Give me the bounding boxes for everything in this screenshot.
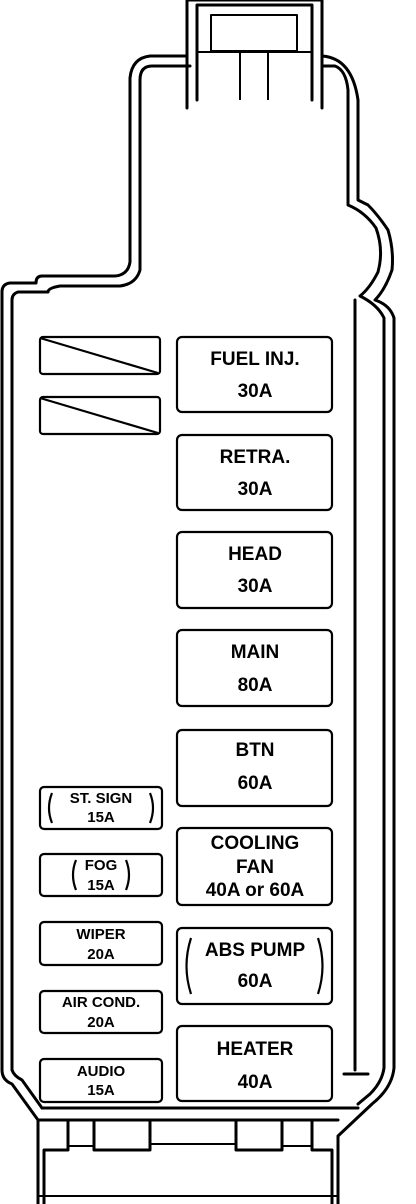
fuse-retra: RETRA. 30A: [175, 433, 334, 512]
fuse-cooling-fan-box: [175, 826, 334, 907]
base-tab-center: [149, 1119, 237, 1145]
top-connector-divider: [197, 51, 312, 100]
fuse-head-label: 30A: [238, 576, 273, 597]
fuse-retra-label: 30A: [238, 479, 273, 500]
fuse-audio-box: [38, 1057, 164, 1104]
fuse-fog-label: 15A: [87, 877, 115, 894]
fuse-heater-box: [175, 1024, 334, 1103]
fuse-audio-label: 15A: [87, 1082, 115, 1099]
fuse-st-sign-box: [38, 785, 164, 831]
fuse-st-sign-label: 15A: [87, 809, 115, 826]
fuse-wiper-box: [38, 920, 164, 967]
fuse-main: MAIN 80A: [175, 628, 334, 708]
fuse-fuel-inj: FUEL INJ. 30A: [175, 335, 334, 414]
fuse-cooling-fan-label: COOLING: [211, 833, 300, 854]
fuse-main-label: MAIN: [231, 642, 280, 663]
fuse-air-cond-label: 20A: [87, 1014, 115, 1031]
fuse-fog: FOG 15A: [38, 852, 164, 898]
fuse-st-sign-label: ST. SIGN: [70, 790, 133, 807]
fuse-abs-pump-label: 60A: [238, 971, 273, 992]
fuse-wiper-label: 20A: [87, 946, 115, 963]
fuse-box-housing: [0, 0, 396, 1204]
fuse-cooling-fan-label: FAN: [236, 857, 274, 878]
fuse-fog-box: [38, 852, 164, 898]
fuse-abs-pump-label: ABS PUMP: [205, 940, 306, 961]
fuse-head-label: HEAD: [228, 544, 282, 565]
spare-slot: [38, 335, 162, 376]
large-fuse-column: FUEL INJ. 30A RETRA. 30A HEAD 30A MAIN 80A BTN 60…: [175, 335, 334, 1103]
fuse-st-sign: ST. SIGN 15A: [38, 785, 164, 831]
fuse-abs-pump-box: [175, 926, 334, 1006]
spare-slot: [38, 395, 162, 436]
fuse-abs-pump: ABS PUMP 60A: [175, 926, 334, 1006]
fuse-fog-paren-right: [124, 859, 131, 891]
fuse-fuel-inj-label: FUEL INJ.: [210, 349, 299, 370]
fuse-main-box: [175, 628, 334, 708]
fuse-air-cond-label: AIR COND.: [62, 994, 140, 1011]
fuse-air-cond: AIR COND. 20A: [38, 989, 164, 1035]
fuse-abs-pump-paren-left: [185, 937, 193, 995]
top-connector-slot: [210, 14, 298, 52]
top-connector: [185, 0, 324, 110]
fuse-btn: BTN 60A: [175, 728, 334, 808]
housing-inner-right: [320, 64, 386, 1106]
fuse-main-label: 80A: [238, 675, 273, 696]
fuse-btn-label: BTN: [235, 740, 274, 761]
fuse-heater-label: HEATER: [217, 1039, 294, 1060]
fuse-st-sign-paren-right: [148, 792, 155, 824]
fuse-fuel-inj-box: [175, 335, 334, 414]
base-tab-left: [67, 1119, 95, 1147]
fuse-abs-pump-paren-right: [316, 937, 324, 995]
fuse-audio-label: AUDIO: [77, 1063, 126, 1080]
fuse-heater-label: 40A: [238, 1072, 273, 1093]
fuse-btn-box: [175, 728, 334, 808]
fuse-heater: HEATER 40A: [175, 1024, 334, 1103]
housing-outer: [0, 54, 396, 1204]
fuse-wiper-label: WIPER: [76, 926, 125, 943]
fuse-fog-paren-left: [71, 859, 78, 891]
base-tab-right: [281, 1119, 313, 1147]
fuse-btn-label: 60A: [238, 773, 273, 794]
fuse-retra-box: [175, 433, 334, 512]
housing-bottom: [36, 1106, 360, 1122]
housing-inner: [10, 64, 192, 1110]
fuse-fuel-inj-label: 30A: [238, 381, 273, 402]
fuse-st-sign-paren-left: [47, 792, 54, 824]
fuse-retra-label: RETRA.: [220, 447, 291, 468]
fuse-air-cond-box: [38, 989, 164, 1035]
fuse-cooling-fan-label: 40A or 60A: [206, 880, 305, 901]
fuse-head-box: [175, 530, 334, 610]
fuse-audio: AUDIO 15A: [38, 1057, 164, 1104]
fuse-head: HEAD 30A: [175, 530, 334, 610]
fuse-fog-label: FOG: [85, 857, 118, 874]
fuse-wiper: WIPER 20A: [38, 920, 164, 967]
small-fuse-column: ST. SIGN 15A FOG 15A WIPER 20A AIR COND. 20A AUD…: [38, 785, 164, 1104]
housing-base: [36, 1118, 334, 1204]
housing-rib: [342, 298, 370, 1076]
